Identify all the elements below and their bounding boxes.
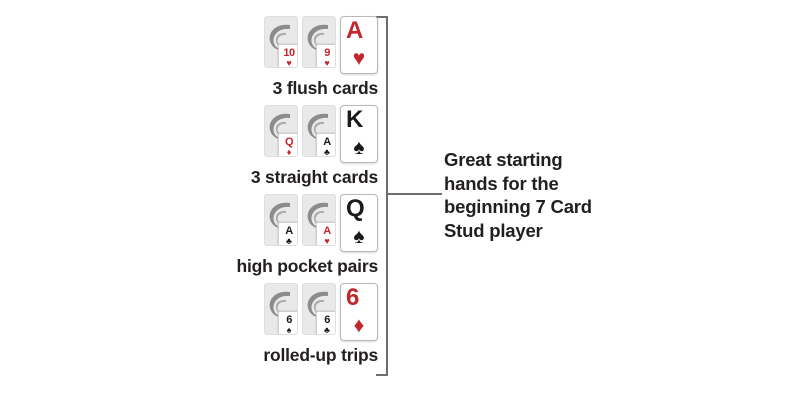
card-rank: 9 bbox=[324, 47, 330, 59]
card-back-swirl-icon bbox=[307, 24, 328, 51]
face-up-card: 6♦ bbox=[340, 283, 378, 341]
face-up-card: A♥ bbox=[340, 16, 378, 74]
card-group: Q♦ A♣K♠ bbox=[264, 105, 378, 167]
clubs-suit-icon: ♣ bbox=[286, 236, 292, 246]
diamonds-suit-icon: ♦ bbox=[286, 147, 292, 157]
hearts-suit-icon: ♥ bbox=[324, 58, 330, 68]
peeked-card-corner: Q♦ bbox=[278, 133, 297, 157]
face-up-card: K♠ bbox=[340, 105, 378, 163]
card-rank: 6 bbox=[346, 284, 359, 311]
face-down-card: 6♠ bbox=[264, 283, 298, 335]
peeked-card-corner: 9♥ bbox=[316, 44, 335, 68]
card-rank: A bbox=[323, 225, 331, 237]
card-group: 10♥ 9♥A♥ bbox=[264, 16, 378, 78]
hand-row: 10♥ 9♥A♥3 flush cards bbox=[0, 16, 382, 106]
card-rank: Q bbox=[284, 136, 294, 148]
caption-text: Great starting hands for the beginning 7… bbox=[444, 149, 592, 242]
card-back-swirl-icon bbox=[269, 113, 290, 140]
card-rank: A bbox=[323, 136, 331, 148]
card-back-swirl-icon bbox=[269, 202, 290, 229]
hand-row: A♣ A♥Q♠high pocket pairs bbox=[0, 194, 382, 284]
card-back-swirl-icon bbox=[269, 291, 290, 318]
hand-label: 3 straight cards bbox=[250, 167, 378, 187]
diamonds-suit-icon: ♦ bbox=[353, 314, 365, 337]
peeked-card-corner: 6♣ bbox=[316, 311, 335, 335]
hand-label: rolled-up trips bbox=[263, 345, 378, 365]
card-rank: 6 bbox=[324, 314, 330, 326]
bracket-top-tick bbox=[376, 16, 388, 18]
bracket-connector-line bbox=[386, 193, 442, 195]
card-back-swirl-icon bbox=[307, 291, 328, 318]
hand-row: Q♦ A♣K♠3 straight cards bbox=[0, 105, 382, 195]
peeked-card-corner: 10♥ bbox=[278, 44, 297, 68]
spades-suit-icon: ♠ bbox=[353, 136, 365, 159]
bracket-vertical-line bbox=[386, 16, 388, 376]
hand-row: 6♠ 6♣6♦rolled-up trips bbox=[0, 283, 382, 373]
card-rank: K bbox=[346, 106, 363, 133]
card-back-swirl-icon bbox=[307, 202, 328, 229]
peeked-card-corner: 6♠ bbox=[278, 311, 297, 335]
face-down-card: 9♥ bbox=[302, 16, 336, 68]
face-down-card: 10♥ bbox=[264, 16, 298, 68]
peeked-card-corner: A♣ bbox=[316, 133, 335, 157]
hearts-suit-icon: ♥ bbox=[286, 58, 292, 68]
spades-suit-icon: ♠ bbox=[286, 325, 292, 335]
card-back-swirl-icon bbox=[307, 113, 328, 140]
card-back-swirl-icon bbox=[269, 24, 290, 51]
card-rank: Q bbox=[346, 195, 365, 222]
spades-suit-icon: ♠ bbox=[353, 225, 365, 248]
card-rank: A bbox=[285, 225, 293, 237]
card-rank: 6 bbox=[286, 314, 292, 326]
hand-label: high pocket pairs bbox=[236, 256, 379, 276]
hearts-suit-icon: ♥ bbox=[352, 47, 366, 70]
card-group: A♣ A♥Q♠ bbox=[264, 194, 378, 256]
card-rank: 10 bbox=[283, 47, 295, 59]
face-up-card: Q♠ bbox=[340, 194, 378, 252]
hearts-suit-icon: ♥ bbox=[324, 236, 330, 246]
face-down-card: A♥ bbox=[302, 194, 336, 246]
face-down-card: Q♦ bbox=[264, 105, 298, 157]
bracket-bottom-tick bbox=[376, 374, 388, 376]
card-group: 6♠ 6♣6♦ bbox=[264, 283, 378, 345]
face-down-card: A♣ bbox=[264, 194, 298, 246]
grouping-bracket bbox=[376, 16, 392, 376]
clubs-suit-icon: ♣ bbox=[324, 325, 330, 335]
face-down-card: A♣ bbox=[302, 105, 336, 157]
peeked-card-corner: A♥ bbox=[316, 222, 335, 246]
face-down-card: 6♣ bbox=[302, 283, 336, 335]
peeked-card-corner: A♣ bbox=[278, 222, 297, 246]
clubs-suit-icon: ♣ bbox=[324, 147, 330, 157]
card-rank: A bbox=[346, 17, 363, 44]
hand-label: 3 flush cards bbox=[272, 78, 379, 98]
